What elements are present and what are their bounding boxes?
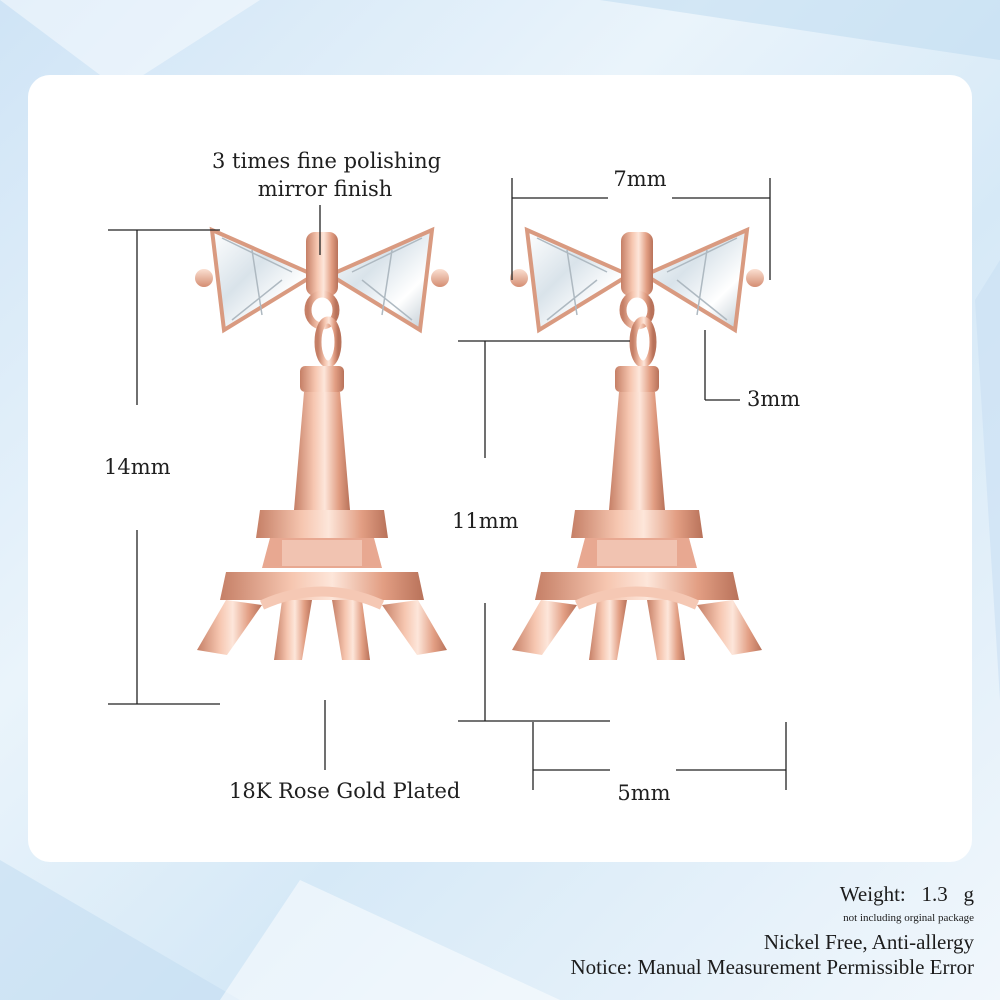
width-top-label: 7mm — [613, 167, 667, 191]
weight-unit: g — [963, 882, 975, 906]
feature-text: Nickel Free, Anti-allergy — [763, 930, 974, 954]
weight-line: Weight: 1.3 g — [840, 882, 974, 907]
product-panel — [28, 75, 972, 862]
weight-value: 1.3 — [921, 882, 948, 906]
stone-size-label: 3mm — [747, 387, 801, 411]
earring-right — [510, 230, 764, 660]
weight-note: not including orginal package — [843, 912, 974, 924]
dimension-lines — [108, 178, 787, 790]
notice-text: Notice: Manual Measurement Permissible E… — [570, 955, 974, 979]
width-base-label: 5mm — [617, 781, 671, 805]
material-label: 18K Rose Gold Plated — [229, 779, 461, 803]
weight-label: Weight: — [839, 882, 906, 906]
polish-label-line1: 3 times fine polishing — [212, 149, 442, 173]
polish-label-line2: mirror finish — [257, 177, 393, 201]
tower-height-label: 11mm — [452, 509, 519, 533]
earring-left — [195, 230, 449, 660]
total-height-label: 14mm — [104, 455, 171, 479]
